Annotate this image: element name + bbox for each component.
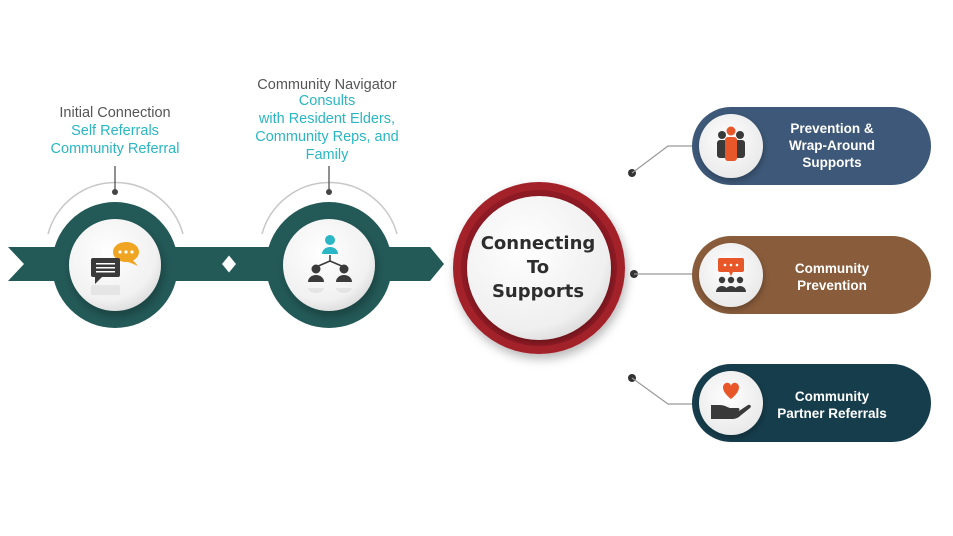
network-people-icon (308, 235, 352, 293)
outcome-1-line1: Prevention & (790, 121, 874, 136)
step2-line4: Family (305, 147, 349, 163)
step1-node (47, 166, 184, 328)
outcome-3-label: Community Partner Referrals (760, 388, 904, 422)
outcome-pill-3 (692, 364, 931, 442)
group-people-icon (717, 126, 745, 161)
center-line1: Connecting (480, 233, 596, 254)
step1-line2: Community Referral (50, 141, 180, 157)
step2-title: Community Navigator (257, 77, 397, 93)
outcome-pill-1 (692, 107, 931, 185)
center-label: Connecting To Supports (458, 232, 618, 304)
step1-line1: Self Referrals (71, 123, 159, 139)
outcome-3-line2: Partner Referrals (777, 406, 887, 421)
heart-hand-icon (711, 382, 751, 419)
step2-node (261, 166, 398, 328)
step1-title: Initial Connection (59, 105, 171, 121)
outcome-1-line2: Wrap-Around (789, 138, 875, 153)
step2-line2: with Resident Elders, (258, 111, 396, 127)
outcome-pill-2 (692, 236, 931, 314)
center-line3: Supports (491, 281, 585, 302)
outcome-2-label: Community Prevention (768, 260, 896, 294)
outcome-2-line1: Community (794, 261, 870, 276)
chat-bubbles-icon (91, 242, 139, 295)
outcome-2-line2: Prevention (797, 278, 867, 293)
outcome-1-line3: Supports (802, 155, 862, 170)
center-line2: To (526, 257, 550, 278)
step2-line3: Community Reps, and (255, 129, 399, 145)
center-node (453, 182, 625, 354)
presentation-group-icon (716, 258, 746, 292)
step2-line1: Consults (298, 93, 356, 109)
outcome-3-line1: Community (794, 389, 870, 404)
outcome-1-label: Prevention & Wrap-Around Supports (768, 120, 896, 171)
